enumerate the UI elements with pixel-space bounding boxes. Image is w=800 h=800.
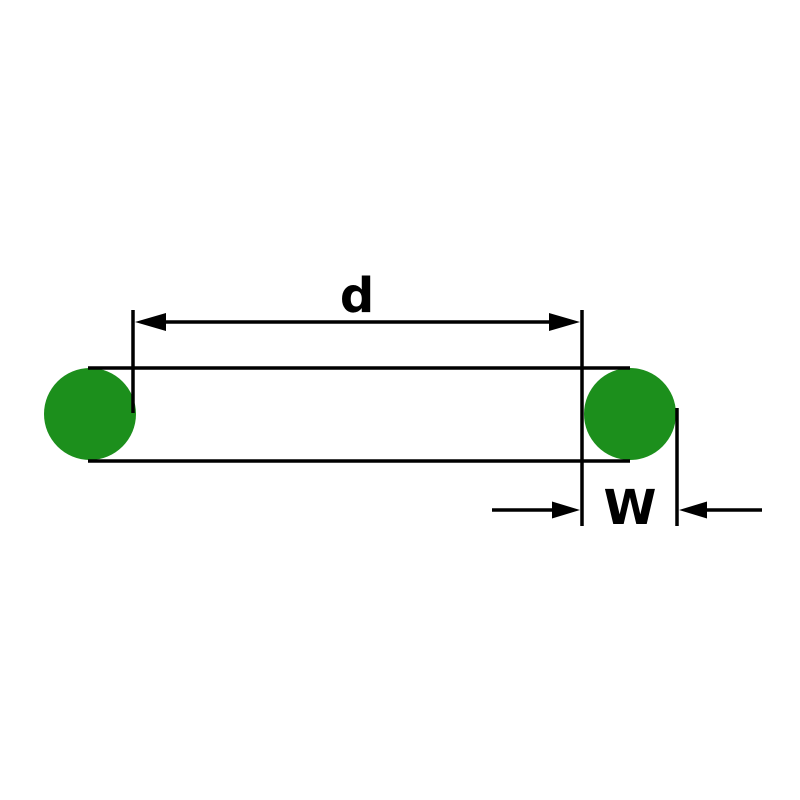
dimension-lines-group — [88, 310, 762, 526]
d-arrowhead-left-icon — [135, 313, 166, 331]
oring-right-cross-section — [584, 368, 676, 460]
w-arrowhead-right-icon — [679, 501, 707, 519]
oring-left-cross-section — [44, 368, 136, 460]
inner-diameter-label: d — [340, 268, 374, 324]
w-arrowhead-left-icon — [552, 501, 580, 519]
d-arrowhead-right-icon — [549, 313, 580, 331]
cross-section-width-label: W — [604, 480, 657, 536]
